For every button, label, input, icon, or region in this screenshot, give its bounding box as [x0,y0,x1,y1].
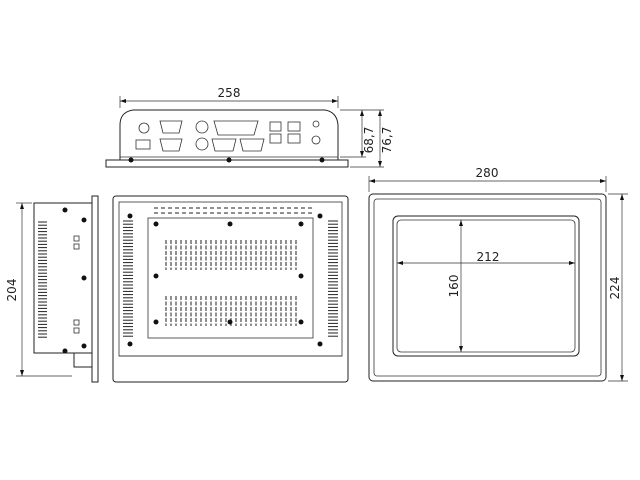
screw-icon [227,221,233,227]
lan-port-icon [287,133,301,144]
side-screw-icon [73,243,80,250]
dim-label-front-width: 280 [476,166,499,180]
side-screw-icon [73,327,80,334]
dim-label-top-height-inner: 68,7 [362,127,376,154]
power-connector-icon [135,139,151,150]
side-screw-icon [73,235,80,242]
dim-front-width: 280 [368,166,607,192]
rear-vent-grille [123,207,338,337]
lan-port-icon [287,121,301,132]
io-connectors [135,120,321,152]
usb-port-icon [269,121,282,132]
screw-icon [298,319,304,325]
rear-screws [127,213,323,347]
screw-icon [127,213,133,219]
dim-label-side-height: 204 [5,279,19,302]
db9-port-icon [159,120,183,134]
rear-view [112,195,349,383]
db9-port-icon [159,138,183,152]
screw-icon [298,273,304,279]
dim-label-top-height-outer: 76,7 [380,127,394,154]
display-screen [392,215,580,357]
parallel-port-icon [213,120,259,136]
front-view: 212 160 280 224 [368,166,628,382]
dim-front-height: 224 [608,193,628,382]
com-port-icon [239,138,265,152]
dim-top-heights: 68,7 76,7 [340,109,394,168]
dim-screen-width: 212 [397,250,575,265]
side-view: 204 [5,195,99,383]
side-cooling-fins [38,221,47,338]
screw-icon [153,221,159,227]
screw-icon [153,273,159,279]
top-view: 258 68,7 76,7 [105,86,394,168]
led-indicator-icon [312,120,320,128]
dim-label-front-height: 224 [608,277,622,300]
ps2-port-icon [195,120,209,134]
dim-label-screen-height: 160 [447,275,461,298]
dim-label-screen-width: 212 [477,250,500,264]
screw-icon [317,213,323,219]
power-button-icon [311,135,321,145]
dim-label-top-width: 258 [218,86,241,100]
dim-top-width: 258 [119,86,339,108]
side-screw-icon [73,319,80,326]
screw-icon [317,341,323,347]
usb-port-icon [269,133,282,144]
audio-jack-icon [138,122,150,134]
screw-icon [227,319,233,325]
vga-port-icon [211,138,237,152]
dim-screen-height: 160 [447,220,463,352]
screw-icon [127,341,133,347]
screw-icon [298,221,304,227]
ps2-port-icon [195,137,209,151]
dim-side-height: 204 [5,202,72,377]
screw-icon [153,319,159,325]
